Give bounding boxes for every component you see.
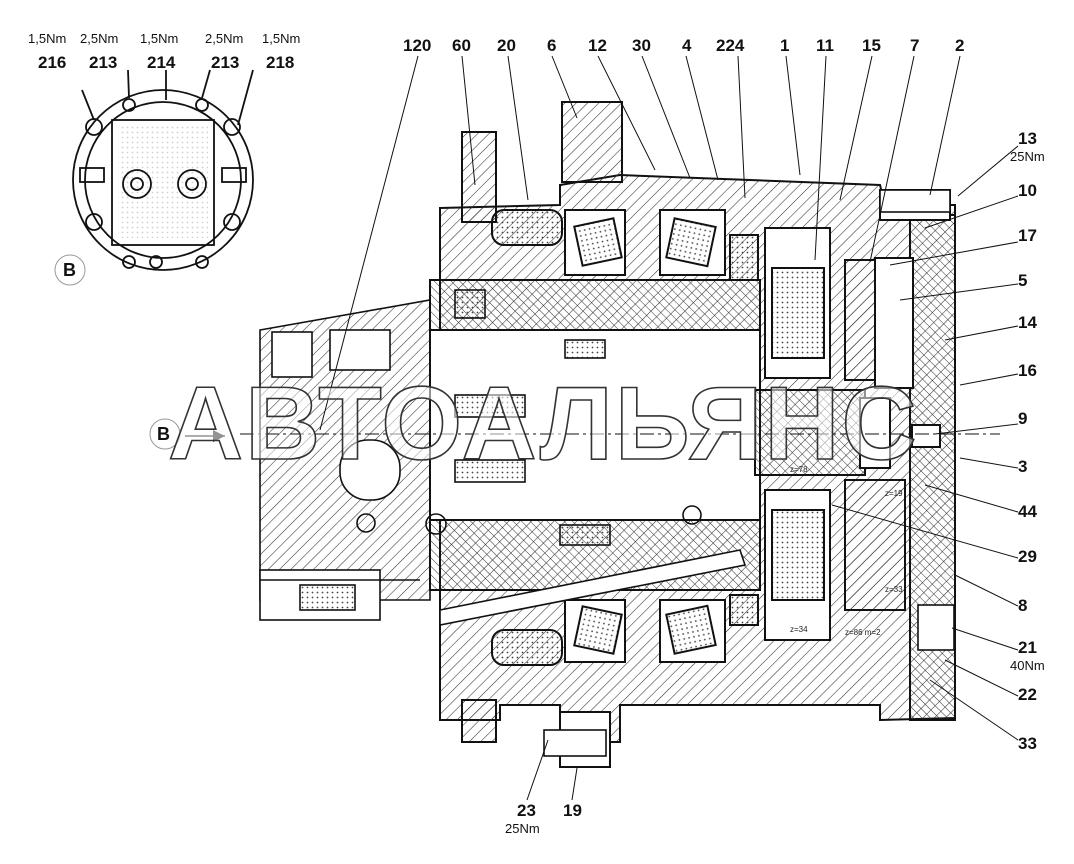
gear-note-z34: z=34	[790, 625, 808, 634]
callout-44: 44	[1018, 502, 1037, 521]
callout-4: 4	[682, 36, 692, 55]
callout-14: 14	[1018, 313, 1037, 332]
inset-view-label: B	[63, 260, 76, 280]
gear-note-z19: z=19	[885, 489, 903, 498]
callout-3: 3	[1018, 457, 1028, 476]
torque-213b: 2,5Nm	[205, 31, 244, 46]
callout-2: 2	[955, 36, 965, 55]
planetary-gears	[729, 227, 914, 641]
section-view-label-circle	[149, 418, 181, 450]
torque-13: 25Nm	[1010, 149, 1045, 164]
callout-12: 12	[588, 36, 607, 55]
callout-19: 19	[563, 801, 582, 820]
bolts	[454, 189, 955, 757]
callout-216: 216	[38, 53, 67, 72]
callout-218: 218	[266, 53, 295, 72]
callout-1: 1	[780, 36, 790, 55]
callout-213b: 213	[211, 53, 240, 72]
callout-7: 7	[910, 36, 920, 55]
callout-13: 13	[1018, 129, 1037, 148]
callout-11: 11	[816, 36, 834, 55]
callout-120: 120	[403, 36, 432, 55]
inset-view-b	[72, 69, 254, 271]
callout-29: 29	[1018, 547, 1037, 566]
torque-21: 40Nm	[1010, 658, 1045, 673]
torque-213a: 2,5Nm	[80, 31, 119, 46]
inset-view-label-circle	[54, 254, 86, 286]
callout-9: 9	[1018, 409, 1028, 428]
callout-22: 22	[1018, 685, 1037, 704]
hub-shaft	[429, 279, 761, 591]
callout-17: 17	[1018, 226, 1037, 245]
callout-60: 60	[452, 36, 471, 55]
callout-30: 30	[632, 36, 651, 55]
callout-20: 20	[497, 36, 516, 55]
callout-8: 8	[1018, 596, 1028, 615]
leader-lines	[319, 55, 1019, 801]
callout-21: 21	[1018, 638, 1037, 657]
gear-note-z78: z=78	[790, 465, 808, 474]
main-bearings	[491, 209, 726, 666]
torque-23: 25Nm	[505, 821, 540, 836]
callout-23: 23	[517, 801, 536, 820]
torque-216: 1,5Nm	[28, 31, 67, 46]
watermark: АВТОАЛЬЯНС	[167, 366, 919, 482]
callout-10: 10	[1018, 181, 1037, 200]
gear-note-z33: z=33	[885, 585, 903, 594]
callout-213a: 213	[89, 53, 118, 72]
callout-224: 224	[716, 36, 745, 55]
callout-6: 6	[547, 36, 557, 55]
view-arrow-head	[213, 430, 225, 442]
callout-15: 15	[862, 36, 881, 55]
callout-214: 214	[147, 53, 176, 72]
motor-section	[259, 299, 747, 626]
section-view-arrow-label: B	[157, 424, 170, 444]
callout-33: 33	[1018, 734, 1037, 753]
torque-214: 1,5Nm	[140, 31, 179, 46]
torque-218: 1,5Nm	[262, 31, 301, 46]
gear-note-z86: z=86 m=2	[845, 628, 881, 637]
callout-16: 16	[1018, 361, 1037, 380]
callout-5: 5	[1018, 271, 1028, 290]
